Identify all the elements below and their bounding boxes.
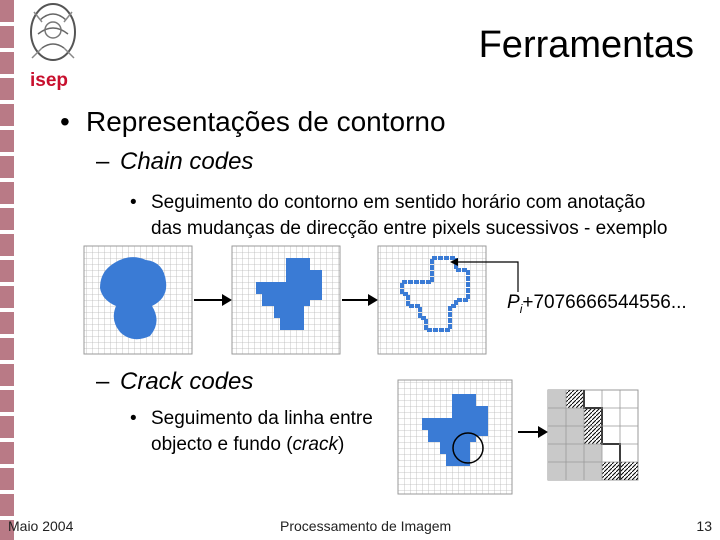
footer-page-number: 13 [696, 518, 712, 534]
chain-codes-heading: –Chain codes [96, 148, 254, 175]
zoom-circle [452, 432, 484, 464]
isep-logo-text: isep [30, 70, 69, 91]
crack-codes-description: •Seguimento da linha entre objecto e fun… [130, 408, 373, 455]
chain-code-figure [83, 245, 519, 355]
slide-title: Ferramentas [478, 24, 694, 66]
bullet-representations-text: Representações de contorno [86, 106, 446, 137]
contour-chain [400, 256, 470, 332]
chain-codes-description: •Seguimento do contorno em sentido horár… [130, 192, 668, 239]
digitised-object [256, 258, 322, 330]
chain-code-result: Pi+7076666544556... [507, 292, 687, 316]
crack-object [422, 394, 488, 466]
blob-object [100, 257, 167, 340]
footer-course: Processamento de Imagem [280, 518, 452, 534]
decorative-side-stripe [0, 0, 14, 540]
crack-code-figure [397, 379, 639, 495]
footer-date: Maio 2004 [8, 518, 74, 534]
bullet-representations: •Representações de contorno [60, 106, 446, 137]
isep-emblem-icon [30, 3, 76, 61]
crack-zoom-detail [547, 389, 639, 481]
crack-codes-heading: –Crack codes [96, 368, 254, 395]
